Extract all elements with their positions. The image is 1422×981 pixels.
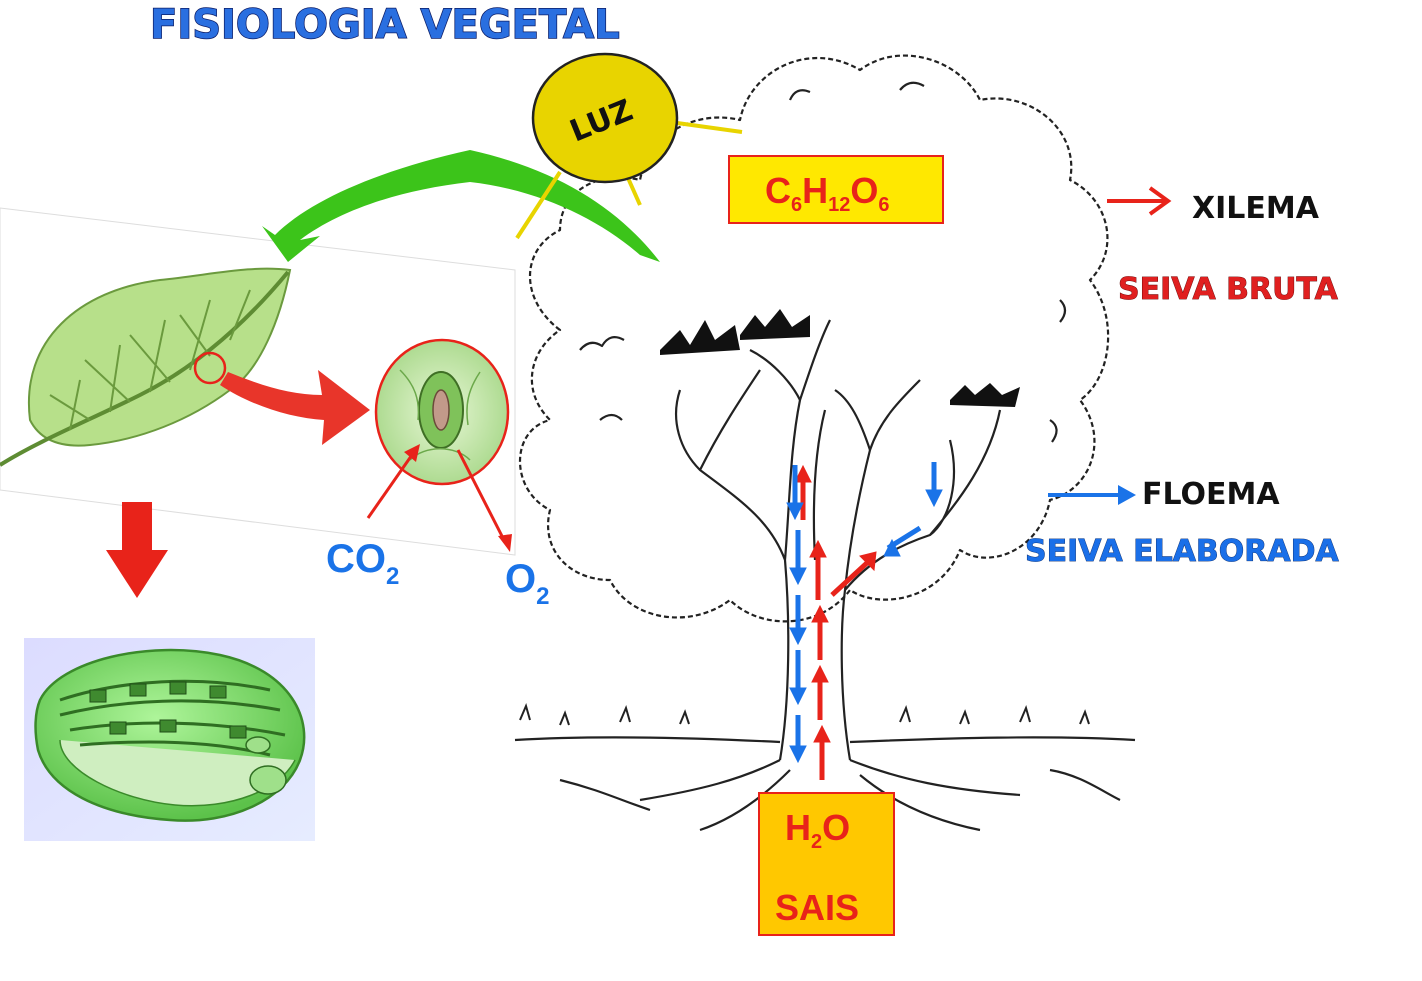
page-title: FISIOLOGIA VEGETAL: [150, 2, 620, 48]
chloroplast-illustration: [24, 638, 315, 841]
stomata-cell: [374, 338, 510, 486]
salts-label: SAIS: [775, 887, 859, 928]
leaf-panel: [0, 207, 516, 556]
phloem-label: FLOEMA: [1142, 477, 1280, 512]
soil-input-box: H2O SAIS: [758, 792, 895, 936]
phloem-flow-arrows: [786, 462, 943, 764]
tree-trunk: [660, 309, 1020, 761]
xylem-flow-arrows: [794, 464, 877, 780]
gas-exchange-arrows: [366, 444, 512, 552]
xylem-label: XILEMA: [1192, 191, 1320, 226]
glucose-box: C6H12O6: [728, 155, 944, 224]
sun: LUZ: [515, 52, 743, 240]
green-arrow-light-to-leaf: [262, 150, 660, 262]
co2-label: CO2: [326, 537, 399, 590]
down-arrow-to-chloroplast: [106, 502, 168, 598]
zoom-arrow: [220, 370, 370, 445]
water-formula: H2O: [785, 807, 850, 853]
glucose-formula: C6H12O6: [765, 170, 890, 216]
raw-sap-label: SEIVA BRUTA: [1118, 272, 1339, 307]
o2-label: O2: [505, 557, 549, 610]
leaf-illustration: [27, 267, 292, 447]
ground-roots: [514, 703, 1136, 832]
elaborated-sap-label: SEIVA ELABORADA: [1025, 534, 1340, 569]
tree-canopy: [519, 54, 1110, 623]
leaf-detail-marker: [193, 351, 227, 385]
legend: XILEMA SEIVA BRUTA FLOEMA SEIVA ELABORAD…: [1025, 186, 1340, 569]
